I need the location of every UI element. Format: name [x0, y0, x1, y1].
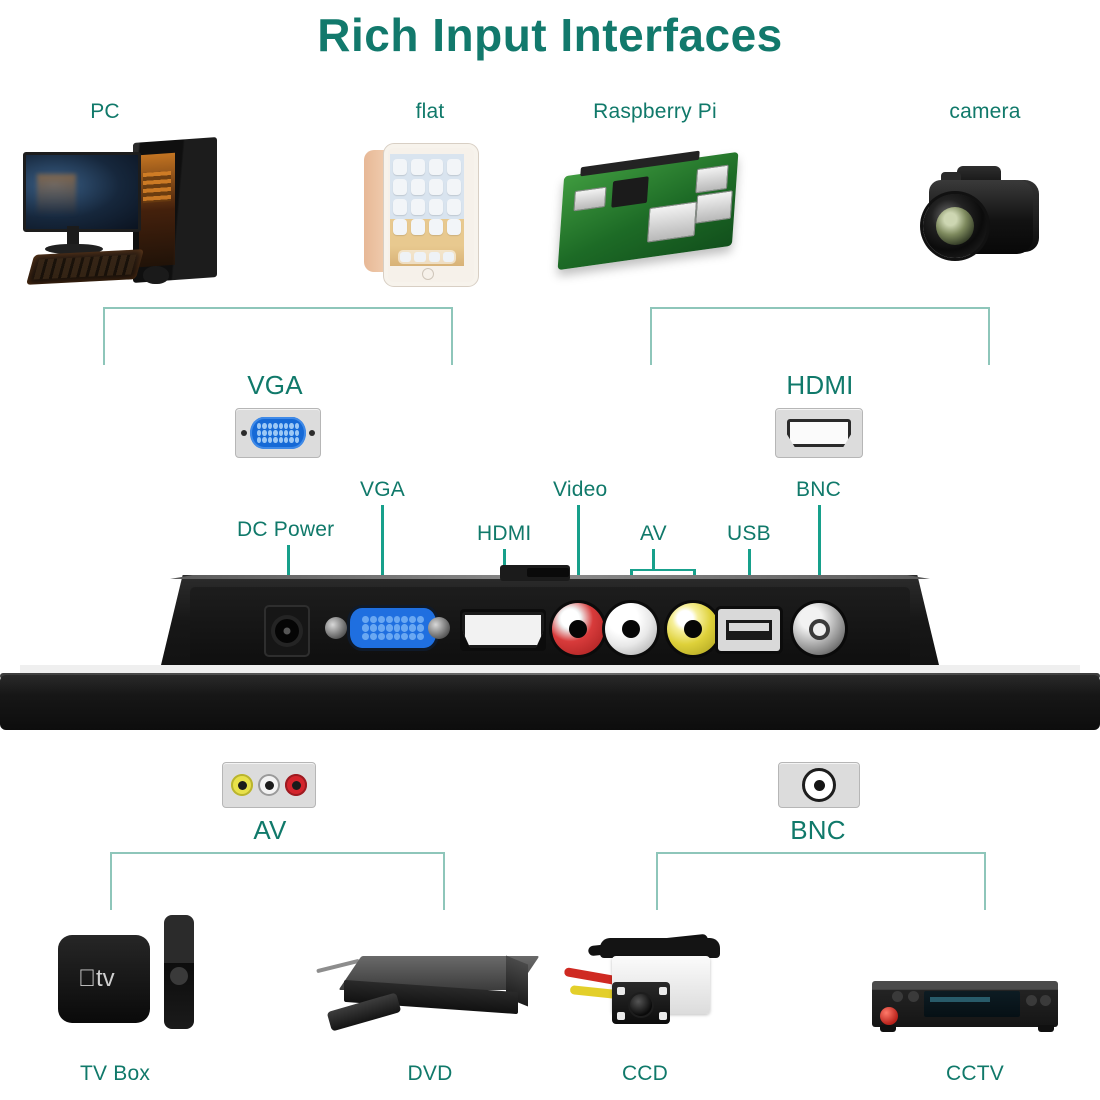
leader-line-av-stem	[652, 549, 655, 571]
port-label-vga-port: VGA	[360, 478, 405, 501]
raspberry-pi-board-icon	[550, 145, 750, 280]
bracket-vga-sources	[103, 307, 453, 365]
av-rca-yellow-jack[interactable]	[667, 603, 719, 655]
device-label-dvd: DVD	[407, 1062, 453, 1085]
cctv-recorder-icon	[862, 955, 1072, 1045]
ccd-backup-camera-icon	[560, 920, 740, 1040]
port-label-video: Video	[553, 478, 608, 501]
bnc-connector-icon	[778, 762, 860, 808]
hdmi-connector-icon	[775, 408, 863, 458]
page-title: Rich Input Interfaces	[317, 9, 783, 61]
hdmi-port[interactable]	[460, 609, 546, 651]
leader-line-bnc	[818, 505, 821, 605]
device-label-cctv: CCTV	[946, 1062, 1004, 1085]
source-label-flat: flat	[415, 100, 445, 123]
device-label-tv-box: TV Box	[79, 1062, 151, 1085]
video-rca-jack[interactable]	[552, 603, 604, 655]
bracket-hdmi-sources	[650, 307, 990, 365]
device-label-ccd: CCD	[621, 1062, 669, 1085]
connector-label-av: AV	[253, 815, 287, 845]
apple-tv-box-icon: tv	[40, 905, 220, 1045]
av-rca-white-jack[interactable]	[605, 603, 657, 655]
connector-label-bnc: BNC	[790, 815, 846, 845]
leader-line-video	[577, 505, 580, 605]
bnc-port[interactable]	[793, 603, 845, 655]
port-label-usb: USB	[727, 522, 771, 545]
dslr-camera-icon	[905, 150, 1065, 290]
usb-port[interactable]	[718, 609, 780, 651]
port-label-dc-power: DC Power	[237, 518, 335, 541]
bracket-bnc-devices	[656, 852, 986, 910]
leader-line-vga	[381, 505, 384, 605]
vga-screw-right-icon	[428, 617, 450, 639]
vga-connector-icon	[235, 408, 321, 458]
leader-line-av-cross	[631, 569, 695, 571]
connector-label-hdmi: HDMI	[786, 370, 854, 400]
desktop-computer-icon	[15, 137, 225, 290]
bracket-av-devices	[110, 852, 445, 910]
dc-power-jack-port[interactable]	[264, 605, 310, 657]
av-rca-triple-connector-icon	[222, 762, 316, 808]
source-label-camera: camera	[949, 100, 1021, 123]
vga-screw-left-icon	[325, 617, 347, 639]
tablet-icon	[360, 140, 490, 290]
source-label-pc: PC	[90, 100, 120, 123]
source-label-raspberry-pi: Raspberry Pi	[593, 100, 717, 123]
connector-label-vga: VGA	[247, 370, 303, 400]
port-label-hdmi-port: HDMI	[477, 522, 532, 545]
port-label-bnc: BNC	[796, 478, 841, 501]
vga-port[interactable]	[350, 608, 436, 648]
monitor-rear-port-panel	[0, 565, 1100, 730]
dvd-player-icon	[310, 930, 550, 1040]
port-label-av: AV	[640, 522, 667, 545]
